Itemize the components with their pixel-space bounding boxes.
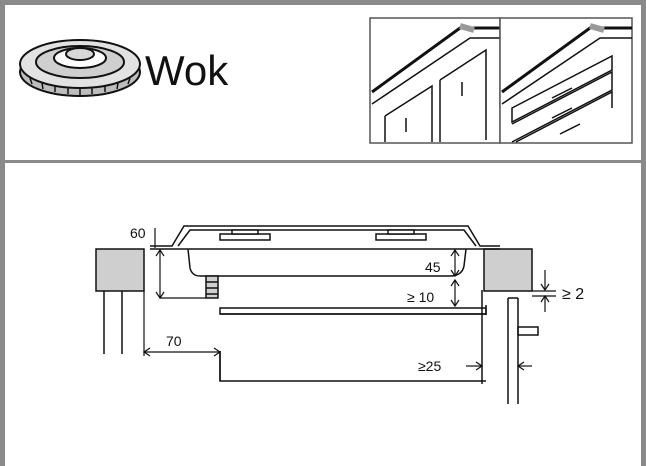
dimension-60: 60 bbox=[130, 225, 146, 241]
worktop-left bbox=[95, 248, 145, 354]
cabinet-drawers-icon bbox=[499, 17, 633, 144]
hob-appliance bbox=[150, 225, 500, 299]
dimension-min-25: ≥25 bbox=[418, 358, 441, 374]
dimension-min-10: ≥ 10 bbox=[407, 289, 434, 305]
dimension-70: 70 bbox=[166, 333, 182, 349]
cabinet-doors-icon bbox=[369, 17, 501, 144]
worktop-right bbox=[483, 248, 533, 292]
page-title: Wok bbox=[145, 47, 229, 94]
dimension-min-2: ≥ 2 bbox=[562, 286, 584, 303]
cabinet-side-panel bbox=[507, 297, 539, 404]
wok-burner-icon bbox=[19, 39, 141, 97]
cabinet-shelf bbox=[219, 290, 487, 384]
dimension-lines bbox=[142, 228, 556, 371]
dimension-45: 45 bbox=[425, 259, 441, 275]
